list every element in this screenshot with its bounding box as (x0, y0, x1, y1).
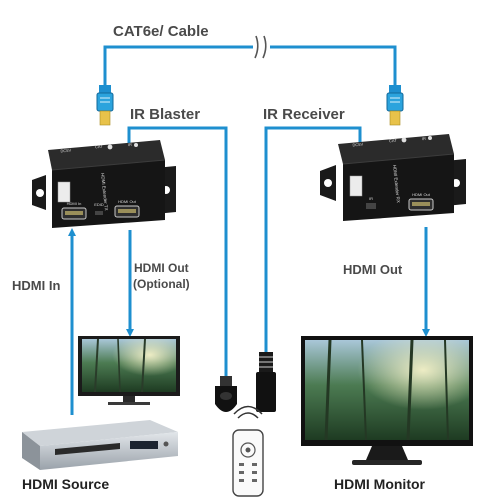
tx-port-label-edid: EDID (94, 202, 104, 207)
optional-monitor (78, 336, 180, 405)
ir-blaster-emitter-icon (215, 376, 237, 412)
hdmi-in-label: HDMI In (12, 278, 61, 293)
ir-receiver-eye-icon (256, 352, 276, 412)
tx-top-label-dc: DC5V (60, 148, 71, 154)
receiver-name: HDMI Extender RX (392, 165, 401, 204)
ir-receiver-cable (264, 126, 362, 352)
tx-top-label-cat: CAT (95, 144, 104, 150)
cable-label: CAT6e/ Cable (113, 23, 209, 40)
hdmi-source-device (22, 420, 178, 470)
rx-top-label-ir: IR (422, 136, 427, 141)
ir-blaster-label: IR Blaster (130, 106, 201, 123)
receiver-device (320, 134, 466, 221)
hdmi-monitor-label: HDMI Monitor (334, 476, 425, 492)
ir-receiver-label: IR Receiver (263, 106, 345, 123)
rx-port-label-ir: IR (369, 196, 373, 201)
rx-top-label-cat: CAT (389, 138, 398, 144)
rj45-connector-right-icon (386, 85, 404, 126)
hdmi-out-label: HDMI Out (343, 262, 403, 277)
hdmi-out-optional-label: HDMI Out (Optional) (133, 261, 190, 291)
rj45-connector-left-icon (96, 85, 114, 126)
tx-top-label-ir: IR (128, 142, 133, 147)
transmitter-name: HDMI Extender TX (100, 173, 109, 211)
ir-blaster-cable (127, 126, 228, 378)
remote-control-icon (232, 405, 264, 497)
transmitter-device (32, 140, 176, 228)
rx-top-label-dc: DC5V (352, 142, 363, 148)
hdmi-source-label: HDMI Source (22, 476, 110, 492)
tx-port-label-out: HDMI Out (118, 199, 137, 204)
cat-cable (103, 45, 397, 85)
cable-break-icon (254, 35, 267, 59)
tx-port-label-in: HDMI In (67, 201, 82, 206)
rx-port-label-out: HDMI Out (412, 192, 431, 197)
hdmi-monitor (301, 336, 473, 465)
